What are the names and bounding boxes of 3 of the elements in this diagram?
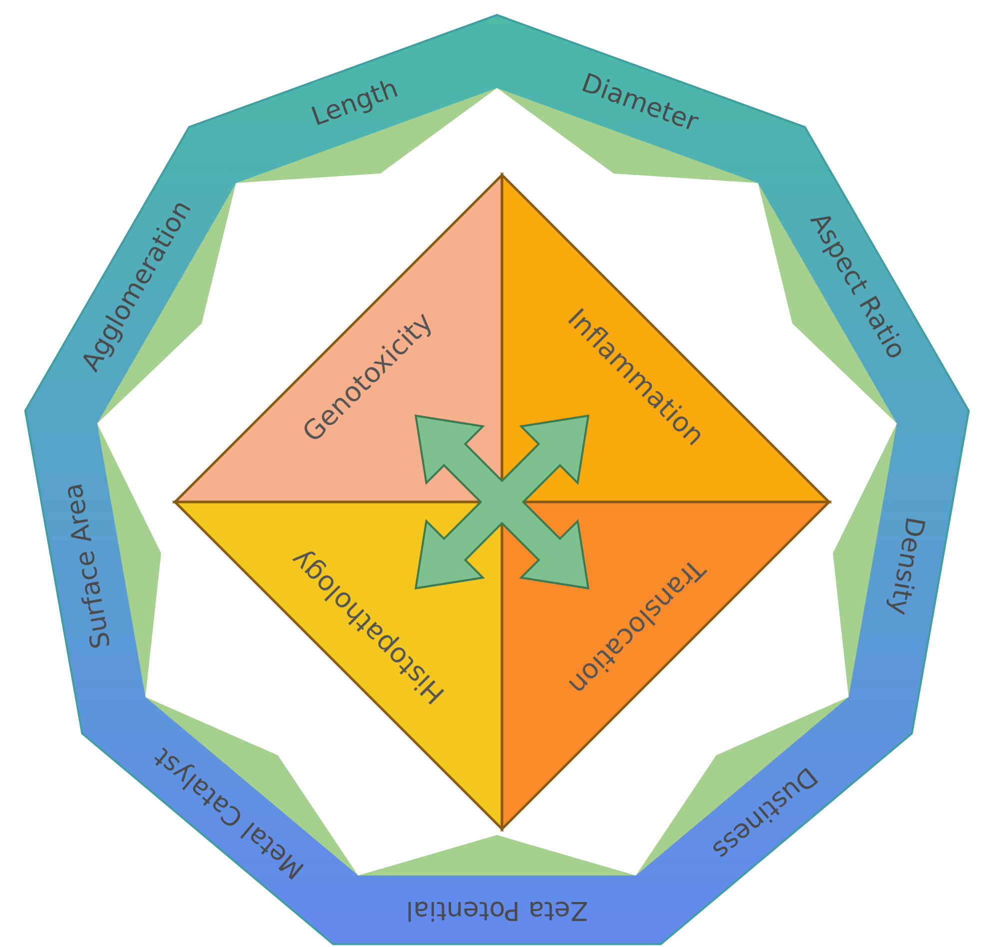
- band-label: Zeta Potential: [406, 895, 588, 925]
- band-label: Density: [883, 514, 930, 618]
- band-label: Surface Area: [58, 481, 117, 652]
